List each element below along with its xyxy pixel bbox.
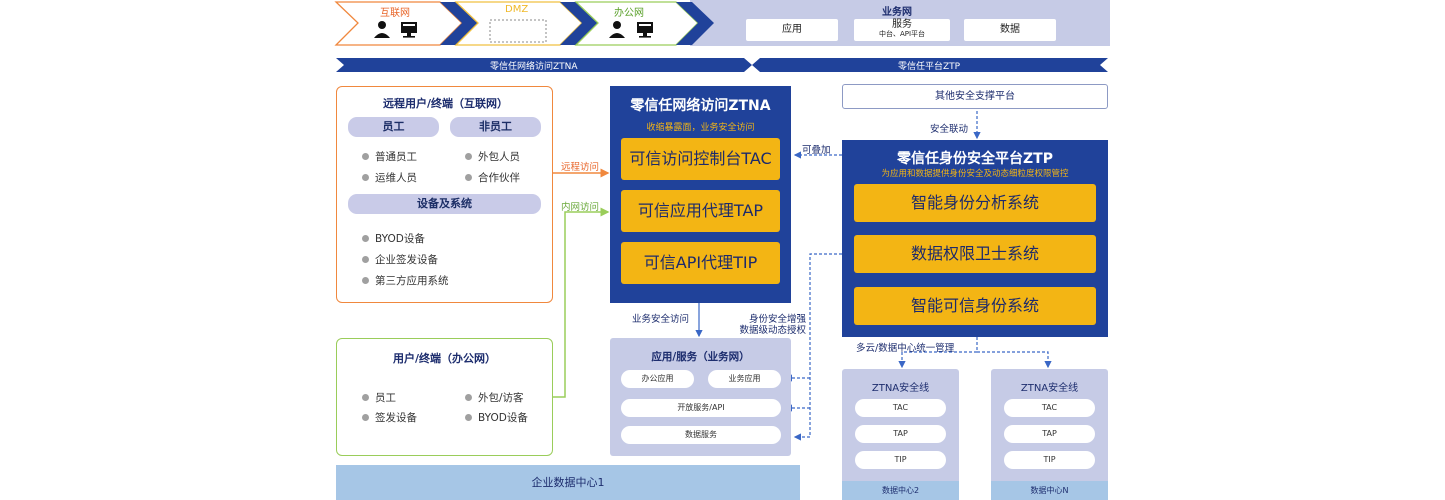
office-app-pill: 办公应用 (621, 370, 694, 388)
list-item: 签发设备 (362, 410, 417, 425)
security-link-label: 安全联动 (930, 124, 969, 135)
business-zone-label: 业务网 (882, 7, 912, 18)
line-tap: TAP (1004, 425, 1095, 443)
monitor-icon (401, 22, 417, 38)
list-item: 第三方应用系统 (362, 273, 449, 288)
banner-chevrons (334, 0, 1110, 72)
line-tip: TIP (855, 451, 946, 469)
ztna-title: 零信任网络访问ZTNA (630, 98, 771, 114)
list-item: BYOD设备 (362, 231, 425, 246)
enterprise-dc1: 企业数据中心1 (336, 465, 800, 500)
list-item: 外包人员 (465, 149, 520, 164)
ztp-arrow-label: 零信任平台ZTP (898, 62, 961, 72)
trusted-identity-module: 智能可信身份系统 (854, 287, 1096, 325)
list-item: 外包/访客 (465, 390, 524, 405)
banner-service-sub: 中台、API平台 (878, 30, 926, 38)
tag-staff: 员工 (348, 117, 439, 137)
tag-nonstaff: 非员工 (450, 117, 541, 137)
data-permission-module: 数据权限卫士系统 (854, 235, 1096, 273)
apps-title: 应用/服务（业务网） (651, 351, 750, 363)
data-service-pill: 数据服务 (621, 426, 781, 444)
banner-service-box: 服务 中台、API平台 (854, 19, 950, 41)
list-item: BYOD设备 (465, 410, 528, 425)
office-label: 办公网 (614, 8, 644, 19)
ztp-title: 零信任身份安全平台ZTP (897, 151, 1053, 167)
ztna-line-title: ZTNA安全线 (871, 383, 930, 394)
list-item: 企业签发设备 (362, 252, 438, 267)
banner-data-box: 数据 (964, 19, 1056, 41)
banner-service-label: 服务 (892, 19, 912, 30)
list-item: 运维人员 (362, 170, 417, 185)
list-item: 合作伙伴 (465, 170, 520, 185)
internet-label: 互联网 (380, 8, 410, 19)
person-icon (374, 21, 390, 38)
remote-users-title: 远程用户/终端（互联网） (383, 97, 509, 110)
banner-app-box: 应用 (746, 19, 838, 41)
list-item: 员工 (362, 390, 396, 405)
devices-title: 设备及系统 (348, 194, 541, 214)
identity-enhance-label: 身份安全增强 (748, 314, 806, 325)
biz-access-label: 业务安全访问 (632, 314, 690, 325)
line-tac: TAC (1004, 399, 1095, 417)
line-tac: TAC (855, 399, 946, 417)
open-api-pill: 开放服务/API (621, 399, 781, 417)
tac-module: 可信访问控制台TAC (621, 138, 780, 180)
ztna-subtitle: 收缩暴露面，业务安全访问 (646, 123, 755, 133)
tip-module: 可信API代理TIP (621, 242, 780, 284)
business-app-pill: 业务应用 (708, 370, 781, 388)
multi-cloud-label: 多云/数据中心统一管理 (856, 343, 955, 354)
other-security-platform: 其他安全支撑平台 (842, 84, 1108, 109)
dc-footer-bg (991, 481, 1108, 500)
dc2-label: 数据中心2 (881, 486, 920, 495)
ztp-subtitle: 为应用和数据提供身份安全及动态细粒度权限管控 (881, 169, 1069, 179)
intranet-access-label: 内网访问 (561, 202, 600, 213)
identity-analysis-module: 智能身份分析系统 (854, 184, 1096, 222)
line-tip: TIP (1004, 451, 1095, 469)
dmz-label: DMZ (505, 4, 529, 15)
line-tap: TAP (855, 425, 946, 443)
dc-footer-bg (842, 481, 959, 500)
ztna-line-title: ZTNA安全线 (1020, 383, 1079, 394)
person-icon (609, 21, 625, 38)
office-users-title: 用户/终端（办公网） (393, 352, 497, 365)
tap-module: 可信应用代理TAP (621, 190, 780, 232)
monitor-icon (637, 22, 653, 38)
list-item: 普通员工 (362, 149, 417, 164)
dcn-label: 数据中心N (1030, 486, 1069, 495)
data-auth-label: 数据级动态授权 (739, 325, 806, 336)
remote-access-label: 远程访问 (561, 162, 600, 173)
overlay-label: 可叠加 (802, 145, 831, 156)
ztna-arrow-label: 零信任网络访问ZTNA (490, 62, 578, 72)
